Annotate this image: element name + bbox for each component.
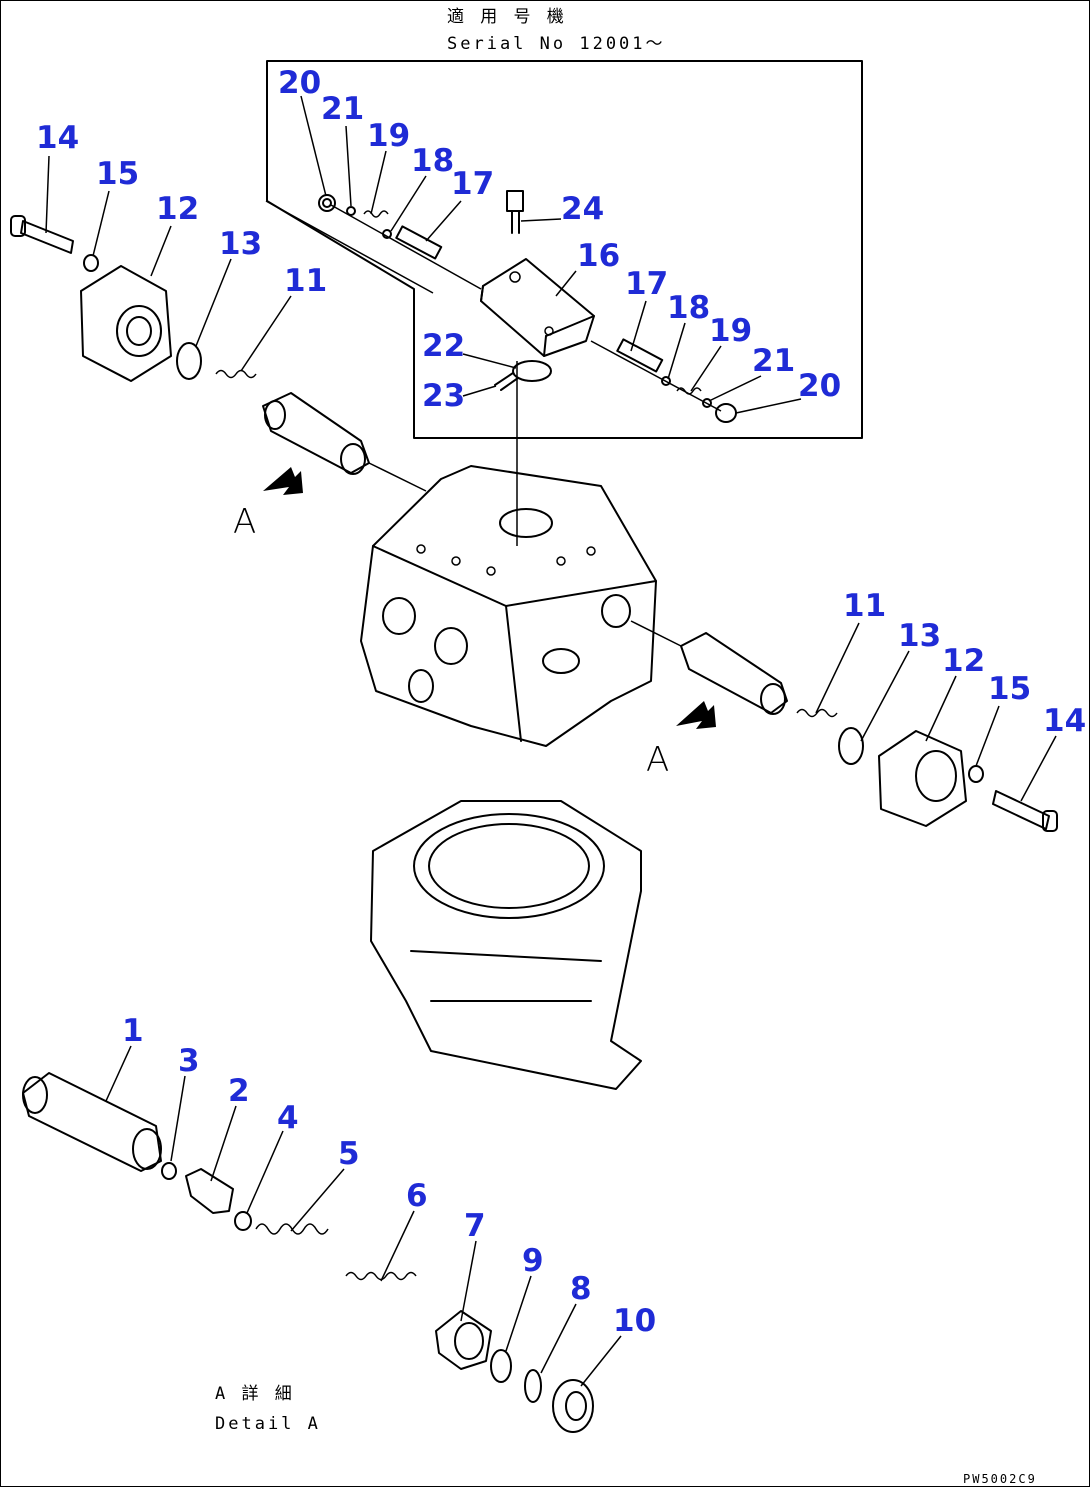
oring-13-right [838, 727, 864, 765]
callout-11-left: 11 [284, 263, 327, 299]
callout-22: 22 [422, 328, 465, 364]
callout-19-upper: 19 [367, 118, 410, 154]
view-label-a-right: A [646, 740, 669, 780]
callout-4: 4 [277, 1100, 299, 1136]
callout-7: 7 [464, 1208, 486, 1244]
callout-6: 6 [406, 1178, 428, 1214]
bolt-14-right [992, 790, 1058, 832]
spring-11-right [796, 708, 838, 718]
callout-12-right: 12 [942, 643, 985, 679]
cap-12-left [80, 265, 172, 382]
nut-10 [552, 1379, 594, 1433]
callout-9: 9 [522, 1243, 544, 1279]
adjuster-7 [435, 1310, 492, 1370]
bolt-24 [506, 190, 524, 234]
detail-caption-en: Detail A [215, 1414, 321, 1434]
valve-body [360, 465, 657, 747]
view-label-a-left: A [233, 502, 256, 542]
callout-16: 16 [577, 238, 620, 274]
piston-17-upper [395, 225, 443, 260]
callout-3: 3 [178, 1043, 200, 1079]
oring-13-left [176, 342, 202, 380]
inset-axis-upper [330, 204, 482, 290]
callout-13-left: 13 [219, 226, 262, 262]
axis-left [368, 462, 427, 492]
pin-23 [494, 372, 519, 391]
spool-right [680, 632, 788, 715]
inset-axis-lower [590, 340, 722, 412]
plug-20-lower [715, 403, 737, 423]
callout-20-lower: 20 [798, 368, 841, 404]
callout-24: 24 [561, 191, 604, 227]
view-arrow-left [263, 467, 303, 495]
callout-23: 23 [422, 378, 465, 414]
callout-5: 5 [338, 1136, 360, 1172]
callout-17-lower: 17 [625, 266, 668, 302]
serial-label: Serial No 12001～ [447, 34, 666, 54]
oring-8 [524, 1369, 542, 1403]
callout-15-right: 15 [988, 671, 1031, 707]
spring-6 [345, 1271, 417, 1281]
drawing-code: PW5002C9 [963, 1472, 1037, 1486]
callout-19-lower: 19 [709, 313, 752, 349]
callout-1: 1 [122, 1013, 144, 1049]
washer-15-right [968, 765, 984, 783]
inset-diag-line [265, 200, 434, 294]
applicable-label: 適 用 号 機 [447, 7, 567, 27]
cap-12-right [878, 730, 967, 827]
callout-13-right: 13 [898, 618, 941, 654]
callout-8: 8 [570, 1271, 592, 1307]
ring-3 [161, 1162, 177, 1180]
valve-block-16 [480, 258, 595, 357]
spring-19-upper [363, 210, 389, 218]
oring-9 [490, 1349, 512, 1383]
callout-17-upper: 17 [451, 166, 494, 202]
callout-14-right: 14 [1043, 703, 1086, 739]
bolt-14-left [10, 215, 74, 254]
valve-2 [185, 1168, 234, 1214]
plug-20-upper [318, 194, 336, 212]
spool-left [262, 392, 370, 475]
washer-21-upper [346, 206, 356, 216]
callout-21-lower: 21 [752, 343, 795, 379]
piston-17-lower [616, 338, 664, 373]
view-arrow-right [676, 701, 716, 729]
detail-caption-jp: A 詳 細 [215, 1384, 295, 1404]
axis-right [630, 620, 682, 647]
callout-20-upper: 20 [278, 65, 321, 101]
lower-housing [370, 800, 642, 1090]
callout-21-upper: 21 [321, 91, 364, 127]
callout-14-left: 14 [36, 120, 79, 156]
callout-10: 10 [613, 1303, 656, 1339]
callout-2: 2 [228, 1073, 250, 1109]
callout-leaders [45, 95, 1057, 1387]
callout-18-upper: 18 [411, 143, 454, 179]
seat-4 [234, 1211, 252, 1231]
callout-15-left: 15 [96, 156, 139, 192]
spring-11-left [215, 369, 257, 379]
callout-18-lower: 18 [667, 290, 710, 326]
washer-15-left [83, 254, 99, 272]
washer-21-lower [702, 398, 712, 408]
ball-18-lower [661, 376, 671, 386]
oring-22 [512, 360, 552, 382]
sleeve-1 [22, 1072, 162, 1172]
callout-11-right: 11 [843, 588, 886, 624]
callout-12-left: 12 [156, 191, 199, 227]
